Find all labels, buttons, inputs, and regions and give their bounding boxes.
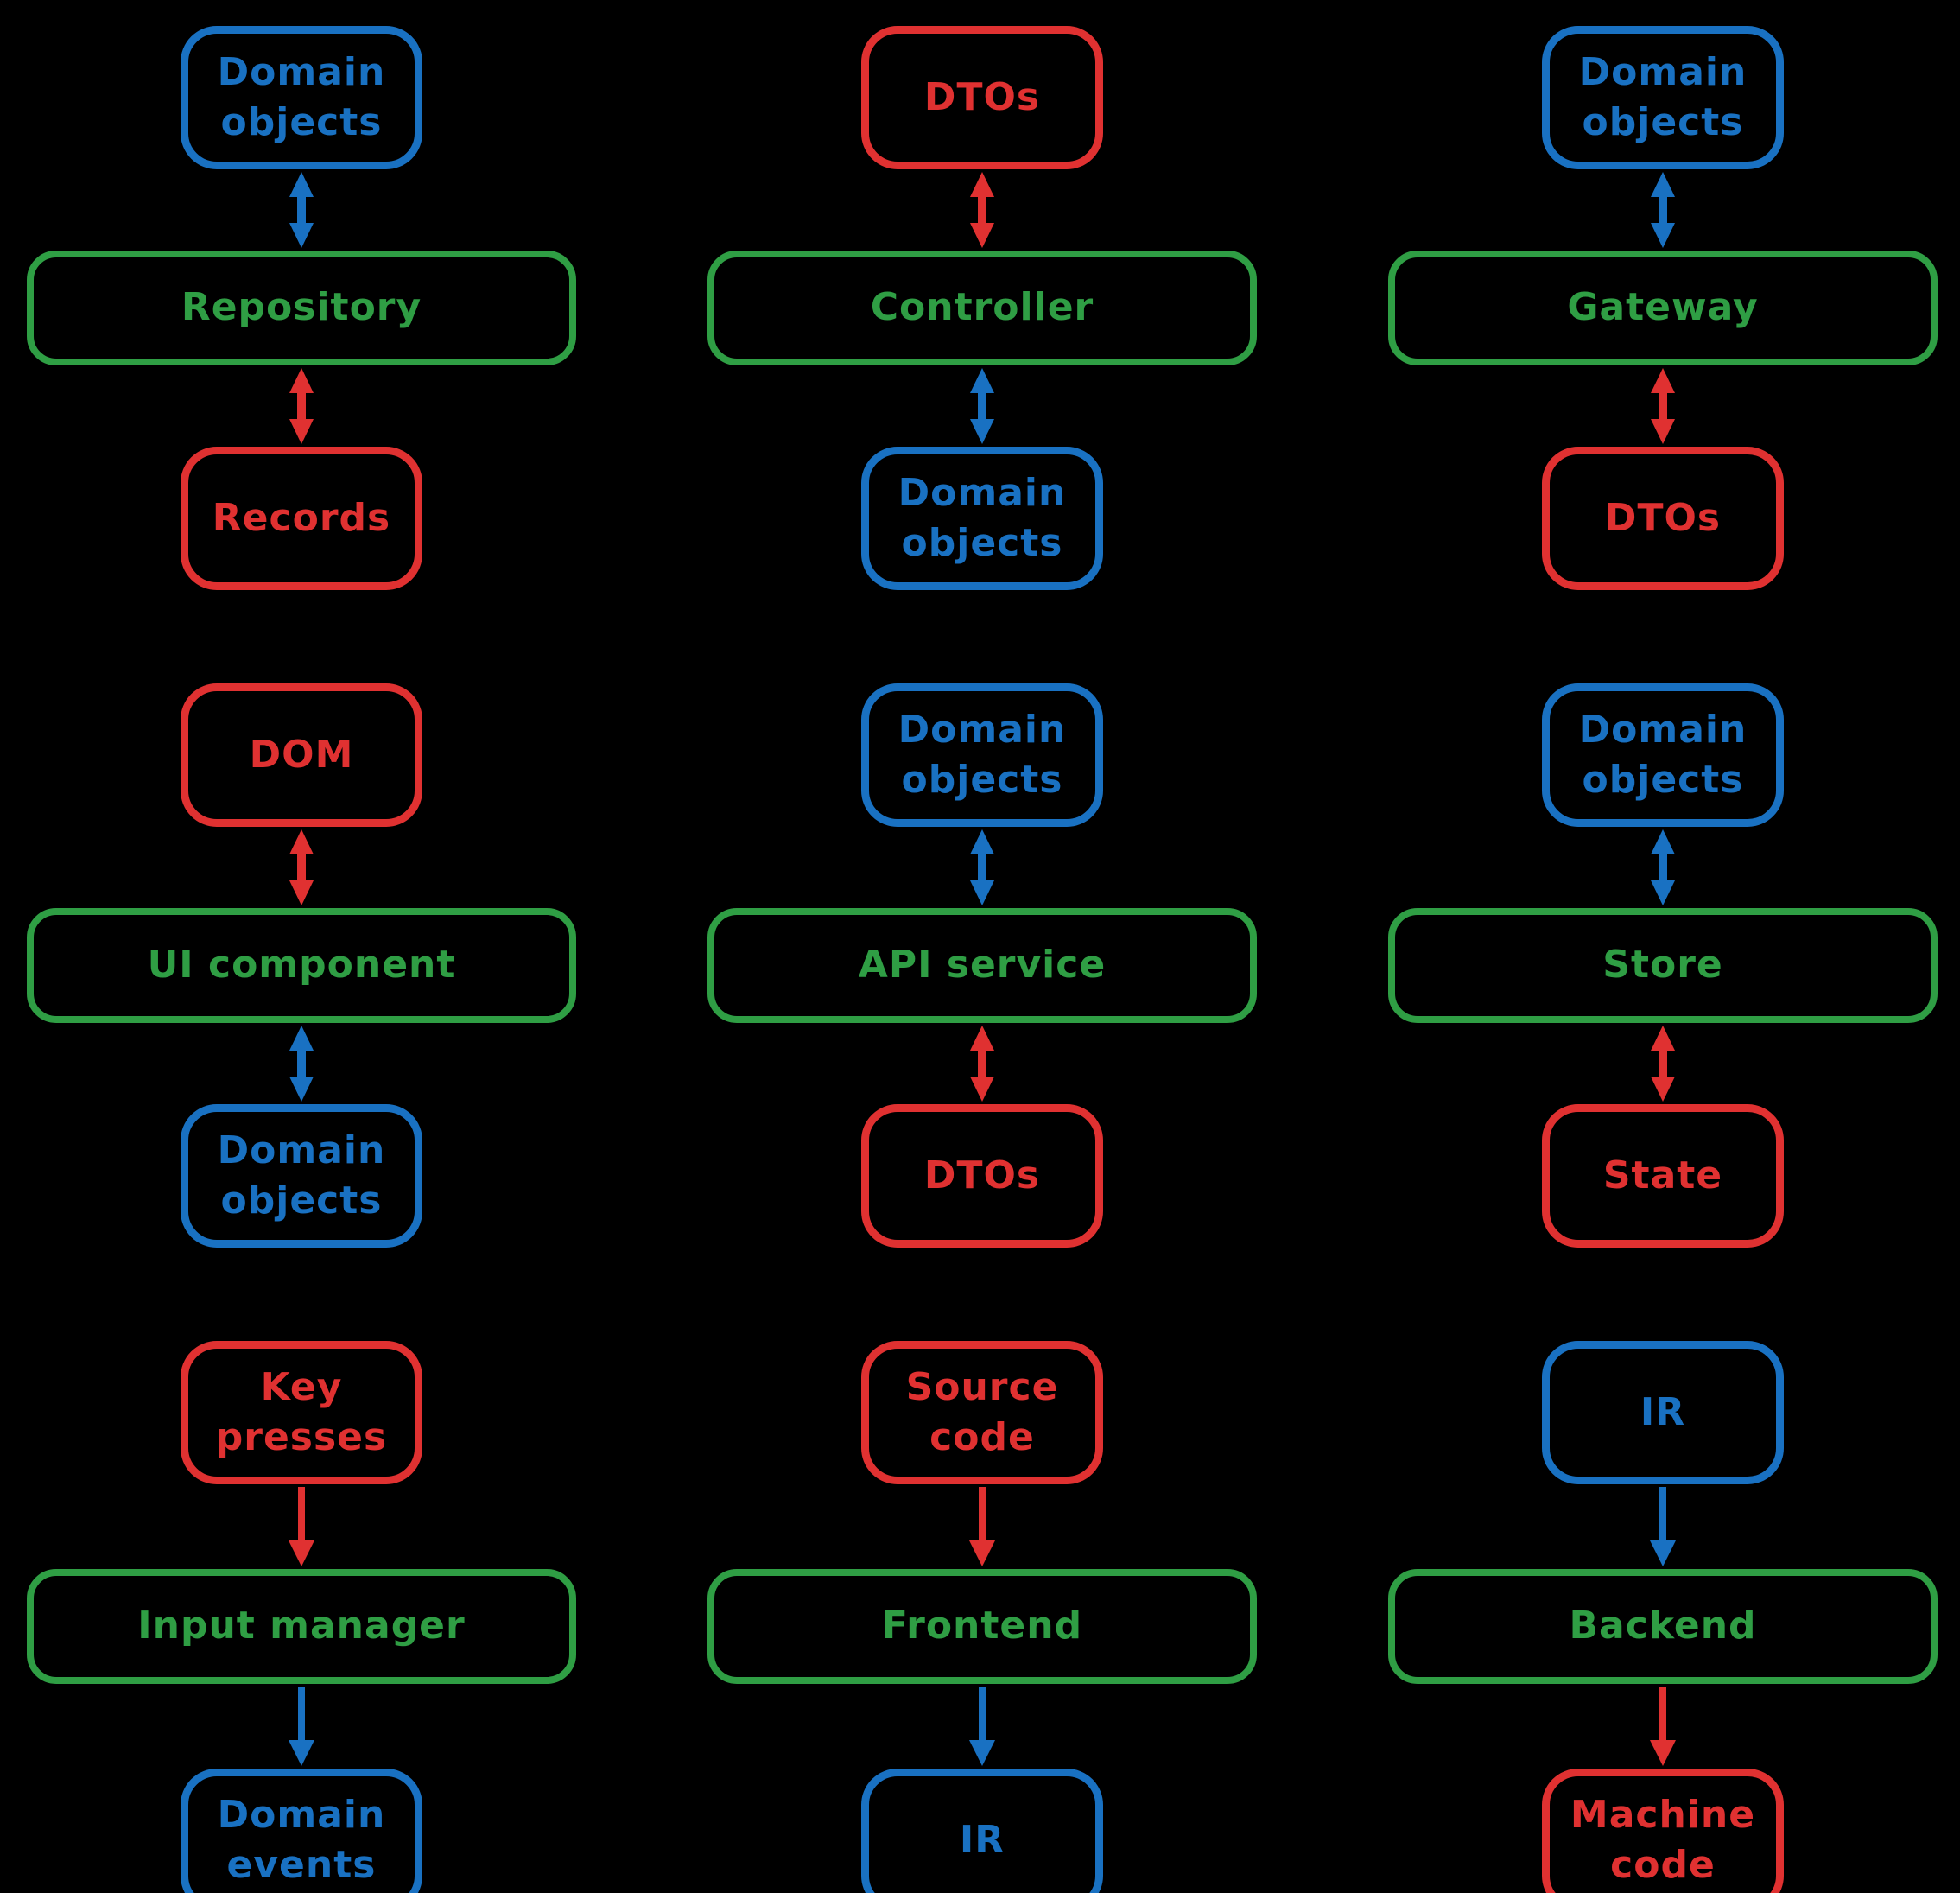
node-source-code: Source code [861,1341,1103,1484]
node-domain-objects: Domain objects [861,447,1103,590]
group-gateway: Domain objects Gateway DTOs [1377,26,1949,590]
arrow-bidirectional [1651,368,1675,444]
node-ir: IR [861,1769,1103,1893]
arrow-bidirectional [970,172,994,248]
node-input-manager: Input manager [27,1569,576,1684]
node-ui-component: UI component [27,908,576,1023]
node-label: Controller [870,285,1094,330]
group-api-service: Domain objects API service DTOs [696,683,1268,1248]
node-label: State [1602,1153,1723,1197]
node-dtos: DTOs [1542,447,1784,590]
node-label: Domain events [217,1792,386,1887]
node-dtos: DTOs [861,1104,1103,1248]
node-key-presses: Key presses [181,1341,422,1484]
node-label: Backend [1569,1604,1757,1648]
arrow-bidirectional [289,172,314,248]
arrow-bidirectional [970,829,994,905]
node-domain-objects: Domain objects [861,683,1103,827]
group-repository: Domain objects Repository Records [16,26,587,590]
node-label: DTOs [923,74,1041,119]
arrow-bidirectional [970,1026,994,1102]
node-label: API service [858,943,1107,988]
arrow-bidirectional [970,368,994,444]
arrow-down [289,1487,314,1566]
node-domain-objects: Domain objects [181,1104,422,1248]
node-ir: IR [1542,1341,1784,1484]
node-state: State [1542,1104,1784,1248]
arrow-bidirectional [289,1026,314,1102]
node-label: Domain objects [217,49,386,144]
node-label: DOM [249,732,354,777]
node-label: Domain objects [217,1128,386,1223]
arrow-bidirectional [1651,1026,1675,1102]
node-label: Input manager [137,1604,466,1648]
node-label: Records [212,495,391,540]
arrow-bidirectional [289,829,314,905]
group-store: Domain objects Store State [1377,683,1949,1248]
node-domain-objects: Domain objects [181,26,422,169]
diagram-grid: Domain objects Repository Records DT [16,26,1960,1893]
node-frontend: Frontend [707,1569,1257,1684]
node-label: Domain objects [1578,707,1748,802]
arrow-bidirectional [1651,829,1675,905]
arrow-down [1650,1687,1676,1766]
node-controller: Controller [707,251,1257,365]
group-ui-component: DOM UI component Domain objects [16,683,587,1248]
node-repository: Repository [27,251,576,365]
group-controller: DTOs Controller Domain objects [696,26,1268,590]
node-records: Records [181,447,422,590]
node-gateway: Gateway [1388,251,1938,365]
node-label: IR [1640,1389,1686,1434]
node-label: Frontend [881,1604,1083,1648]
arrow-bidirectional [289,368,314,444]
node-label: Domain objects [898,470,1067,565]
node-label: IR [959,1817,1005,1862]
node-label: Gateway [1567,285,1759,330]
node-label: Store [1602,943,1723,988]
arrow-down [969,1687,995,1766]
node-machine-code: Machine code [1542,1769,1784,1893]
node-store: Store [1388,908,1938,1023]
node-label: Machine code [1570,1792,1756,1887]
node-label: DTOs [923,1153,1041,1197]
node-label: Key presses [215,1364,388,1459]
node-label: Repository [181,285,422,330]
node-label: DTOs [1604,495,1722,540]
group-backend: IR Backend Machine code [1377,1341,1949,1893]
node-backend: Backend [1388,1569,1938,1684]
arrow-down [969,1487,995,1566]
node-label: Domain objects [1578,49,1748,144]
node-dtos: DTOs [861,26,1103,169]
group-frontend: Source code Frontend IR [696,1341,1268,1893]
group-input-manager: Key presses Input manager Domain events [16,1341,587,1893]
node-label: UI component [147,943,456,988]
arrow-bidirectional [1651,172,1675,248]
node-domain-events: Domain events [181,1769,422,1893]
node-label: Domain objects [898,707,1067,802]
node-label: Source code [905,1364,1059,1459]
node-api-service: API service [707,908,1257,1023]
arrow-down [289,1687,314,1766]
node-domain-objects: Domain objects [1542,26,1784,169]
node-dom: DOM [181,683,422,827]
arrow-down [1650,1487,1676,1566]
node-domain-objects: Domain objects [1542,683,1784,827]
